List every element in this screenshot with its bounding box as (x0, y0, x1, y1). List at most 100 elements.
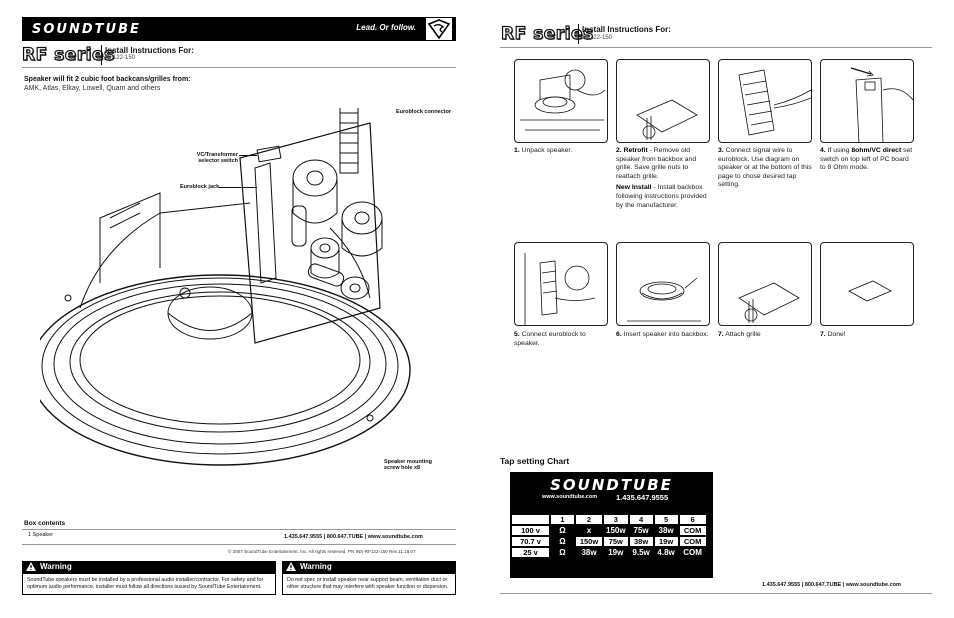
step2-bold: Retrofit (623, 147, 648, 154)
step3-body: Connect signal wire to euroblock. Use di… (718, 147, 812, 189)
step7-num: 7. (718, 331, 724, 338)
callout-leader (239, 155, 257, 156)
tap-cell: 4.8w (654, 548, 678, 557)
step4-pre: If using (827, 147, 852, 154)
callout-leader (219, 187, 257, 188)
right-title-divider (578, 24, 579, 44)
install-title: Install Instructions For: (105, 46, 194, 55)
speaker-diagram (40, 108, 411, 466)
step4-body: set switch on top left of PC board to 8 … (820, 147, 913, 172)
soundtube-emblem-icon (426, 18, 452, 40)
left-contact: 1.435.647.9555 | 800.647.TUBE | www.soun… (284, 534, 423, 540)
right-contact: 1.435.647.9555 | 800.647.TUBE | www.soun… (762, 582, 901, 588)
tap-table-header: 1 2 3 4 5 6 (512, 515, 706, 524)
step6-num: 6. (616, 331, 622, 338)
chart-url: www.soundtube.com (542, 494, 598, 500)
step1-image (514, 59, 608, 143)
warning2-header: Warning (282, 561, 456, 573)
right-model-code: RF122-150 (582, 35, 613, 41)
tap-col-1: 1 (551, 515, 574, 524)
step4-image (820, 59, 914, 143)
step4-bold: 8ohm/VC direct (851, 147, 902, 154)
callout-euroblock-jack: Euroblock jack (180, 184, 220, 190)
step2-extra-body: - Install backbox following instructions… (616, 184, 707, 209)
step7-image (718, 242, 812, 326)
tap-cell: 25 v (512, 548, 549, 557)
tap-chart: SOUNDTUBE www.soundtube.com 1.435.647.95… (510, 472, 713, 578)
step8-text: 7. Done! (820, 331, 914, 340)
warning2-text: Do not spec or install speaker near supp… (282, 573, 456, 595)
contact-rule (22, 544, 456, 545)
step5-body: Connect euroblock to speaker. (514, 331, 586, 347)
right-install-title: Install Instructions For: (582, 25, 671, 34)
fit-heading: Speaker will fit 2 cubic foot backcans/g… (24, 76, 191, 83)
series-title: RF series (21, 44, 115, 65)
callout-vc-line2: selector switch (198, 158, 238, 164)
right-footer-rule (500, 593, 932, 594)
tap-cell: COM (679, 537, 706, 546)
callout-vc-line1: VC/Transformer (196, 152, 238, 158)
header-banner: SOUNDTUBE Lead. Or follow. (22, 17, 456, 41)
step8-image (820, 242, 914, 326)
right-header-rule (500, 47, 932, 48)
step2-text: 2. Retrofit - Remove old speaker from ba… (616, 147, 710, 210)
tap-table: 1 2 3 4 5 6 100 v Ω x 150w 75w 38w COM 7… (510, 513, 708, 559)
tap-cell: Ω (551, 526, 574, 535)
step3-num: 3. (718, 147, 724, 154)
tap-cell: 38w (629, 537, 653, 546)
tap-cell: 70.7 v (512, 537, 549, 546)
tap-cell: Ω (551, 548, 574, 557)
tap-cell: COM (679, 548, 706, 557)
callout-vc-transformer: VC/Transformer selector switch (172, 152, 238, 164)
callout-mounting-line2: screw hole x8 (384, 465, 421, 471)
step2-body: - Remove old speaker from backbox and gr… (616, 147, 697, 180)
tap-row-100v: 100 v Ω x 150w 75w 38w COM (512, 526, 706, 535)
step6-text: 6. Insert speaker into backbox. (616, 331, 710, 340)
box-contents-item: 1 Speaker (28, 532, 54, 538)
tap-col-6: 6 (679, 515, 706, 524)
title-divider (101, 45, 102, 65)
step6-body: Insert speaker into backbox. (623, 331, 709, 338)
chart-brand: SOUNDTUBE (550, 476, 673, 494)
tap-cell: 38w (576, 548, 602, 557)
step7-text: 7. Attach grille (718, 331, 812, 340)
tap-cell: 19w (654, 537, 678, 546)
step1-text: 1. Unpack speaker. (514, 147, 608, 156)
step3-image (718, 59, 812, 143)
tap-cell: x (576, 526, 602, 535)
warning1-text: SoundTube speakers must be installed by … (22, 573, 276, 595)
step6-image (616, 242, 710, 326)
warning-icon (26, 562, 36, 573)
tap-col-3: 3 (604, 515, 628, 524)
warning2-title: Warning (300, 562, 332, 571)
tap-cell: 19w (604, 548, 628, 557)
tap-col-4: 4 (629, 515, 653, 524)
step5-num: 5. (514, 331, 520, 338)
tap-cell: 100 v (512, 526, 549, 535)
tap-cell: 150w (576, 537, 602, 546)
step8-body: Done! (827, 331, 846, 338)
box-contents-heading: Box contents (24, 520, 66, 527)
step8-num: 7. (820, 331, 826, 338)
callout-mounting-line1: Speaker mounting (384, 459, 432, 465)
warning-icon (286, 562, 296, 573)
warning1-header: Warning (22, 561, 276, 573)
tap-cell: 75w (629, 526, 653, 535)
tap-cell: 150w (604, 526, 628, 535)
callout-mounting: Speaker mounting screw hole x8 (384, 459, 432, 471)
brand-logo: SOUNDTUBE (32, 22, 141, 37)
warning1-title: Warning (40, 562, 72, 571)
chart-phone: 1.435.647.9555 (616, 493, 669, 502)
step2-num: 2. (616, 147, 622, 154)
tap-col-5: 5 (654, 515, 678, 524)
callout-euroblock-connector: Euroblock connector (396, 109, 452, 115)
step2-image (616, 59, 710, 143)
model-code: RF122-150 (105, 55, 136, 61)
step2-extra: New Install - Install backbox following … (616, 184, 710, 210)
fit-brands: AMK, Atlas, Elkay, Lowell, Quam and othe… (24, 85, 161, 92)
contents-rule (22, 529, 456, 530)
step3-text: 3. Connect signal wire to euroblock. Use… (718, 147, 812, 190)
copyright: © 2007 SoundTube Entertainment, Inc. All… (228, 549, 416, 554)
tap-row-25v: 25 v Ω 38w 19w 9.5w 4.8w COM (512, 548, 706, 557)
tap-cell: COM (679, 526, 706, 535)
